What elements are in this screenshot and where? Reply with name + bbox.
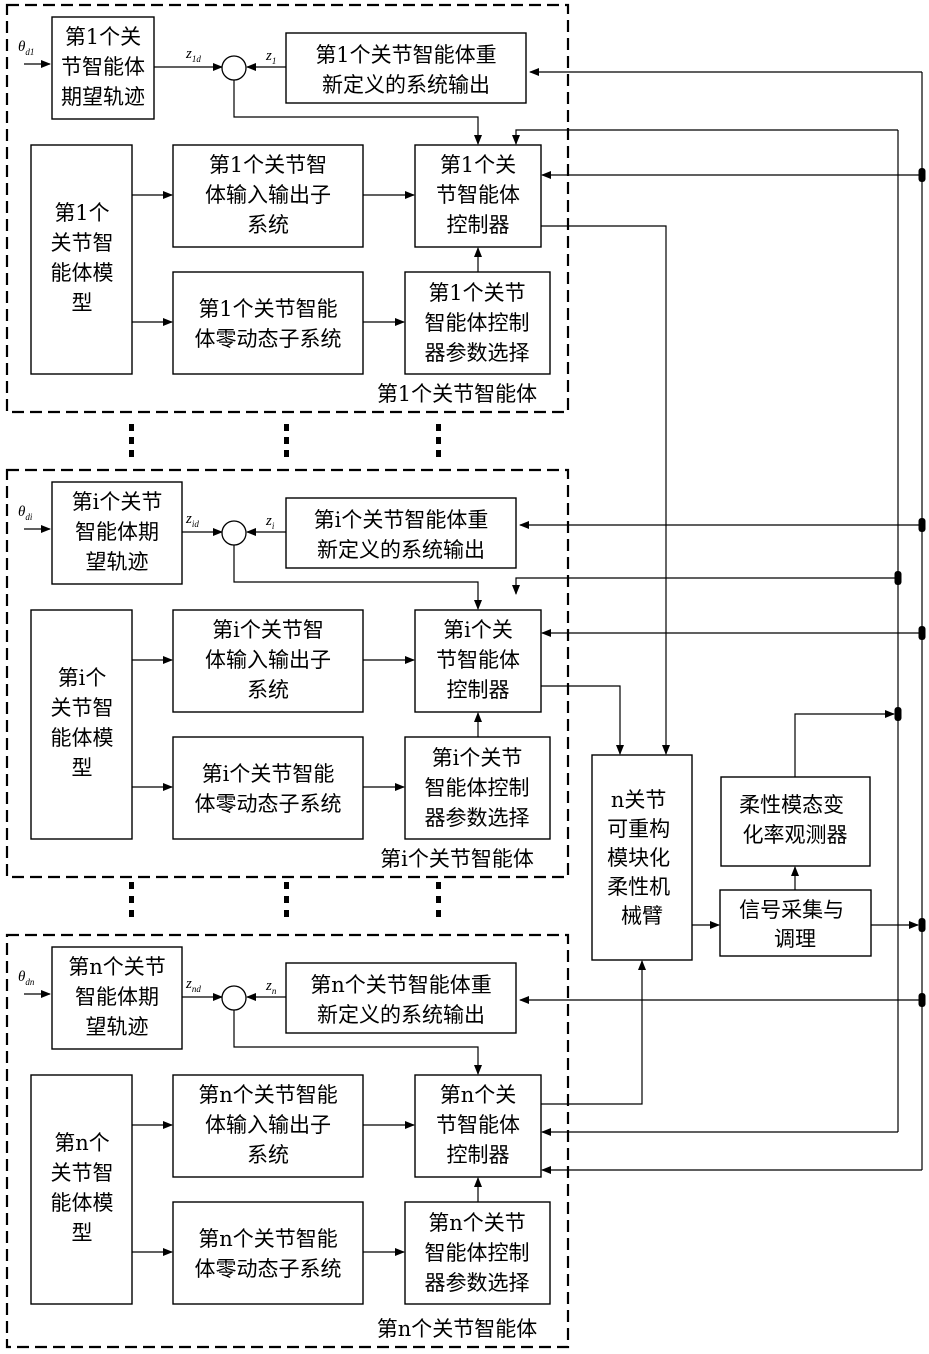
agent-model-block	[31, 145, 132, 374]
controller-label: 第n个关节智能体控制器	[436, 1083, 520, 1167]
zero-dynamics-block	[173, 737, 363, 839]
desired-trajectory-label: 第1个关节智能体期望轨迹	[61, 25, 145, 109]
zd-signal-label: zid	[185, 511, 199, 529]
controller-label: 第i个关节智能体控制器	[436, 618, 520, 702]
z-signal-label: z1	[265, 48, 276, 66]
param-selection-label: 第1个关节智能体控制器参数选择	[425, 281, 530, 365]
summing-junction	[222, 56, 246, 80]
agent-1: 第1个关节智能体θd1第1个关节智能体期望轨迹z1dz1第1个关节智能体重新定义…	[7, 5, 568, 412]
agent-n-title: 第n个关节智能体	[377, 1317, 538, 1341]
ellipsis-dots-lower	[129, 882, 441, 917]
param-selection-label: 第n个关节智能体控制器参数选择	[425, 1211, 530, 1295]
agent-i-title: 第i个关节智能体	[380, 847, 534, 871]
summing-junction	[222, 986, 246, 1010]
zd-signal-label: z1d	[185, 46, 201, 64]
ellipsis-dots-upper	[129, 424, 441, 457]
theta-input-label: θd1	[18, 39, 34, 57]
z-signal-label: zi	[265, 513, 275, 531]
agent-i: 第i个关节智能体θdi第i个关节智能体期望轨迹zidzi第i个关节智能体重新定义…	[7, 470, 568, 877]
zero-dynamics-block	[173, 1202, 363, 1304]
agent-n: 第n个关节智能体θdn第n个关节智能体期望轨迹zndzn第n个关节智能体重新定义…	[7, 935, 568, 1347]
agent-model-block	[31, 610, 132, 839]
zd-signal-label: znd	[185, 976, 201, 994]
theta-input-label: θdi	[18, 504, 33, 522]
theta-input-label: θdn	[18, 969, 35, 987]
controller-label: 第1个关节智能体控制器	[436, 153, 520, 237]
agent-1-title: 第1个关节智能体	[377, 382, 537, 406]
summing-junction	[222, 521, 246, 545]
zero-dynamics-block	[173, 272, 363, 374]
signal-wires	[516, 72, 926, 1170]
z-signal-label: zn	[265, 978, 277, 996]
observer-block	[721, 777, 870, 866]
agent-model-block	[31, 1075, 132, 1304]
param-selection-label: 第i个关节智能体控制器参数选择	[425, 746, 530, 830]
